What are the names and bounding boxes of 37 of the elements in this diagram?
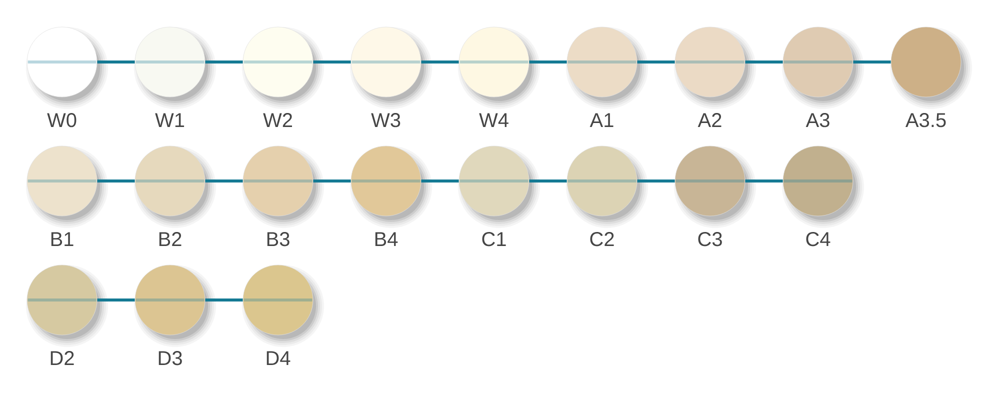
connector-line [313, 60, 351, 64]
shade-label: B3 [267, 232, 290, 246]
connector-line [97, 60, 135, 64]
shade-label: A1 [590, 113, 614, 127]
shade-label: D3 [158, 351, 182, 366]
connector-line [529, 180, 567, 182]
connector-line [205, 298, 243, 302]
connector-line [637, 60, 675, 64]
shade-label: B2 [159, 232, 182, 246]
shade-label: W1 [155, 113, 184, 127]
shade-label: B1 [51, 232, 74, 246]
shade-label: C1 [482, 232, 506, 246]
shade-label: W0 [47, 113, 76, 128]
shade-label: C4 [806, 232, 830, 246]
shade-label: W2 [263, 113, 292, 127]
connector-line [853, 60, 891, 64]
shade-label: A3.5 [905, 113, 946, 128]
shade-label: A2 [698, 113, 722, 127]
connector-line [205, 60, 243, 64]
shade-label: A3 [806, 113, 830, 128]
connector-line [529, 60, 567, 64]
connector-line [205, 180, 243, 182]
connector-line [97, 180, 135, 182]
connector-line [745, 180, 783, 182]
connector-line [97, 298, 135, 302]
connector-line [745, 60, 783, 64]
shade-label: W3 [371, 113, 400, 128]
connector-line [421, 180, 459, 182]
shade-label: C2 [590, 232, 614, 246]
shade-label: C3 [698, 232, 722, 246]
shade-label: W4 [479, 113, 508, 127]
connector-line [637, 180, 675, 182]
connector-line [421, 60, 459, 64]
shade-label: D4 [266, 351, 290, 365]
shade-label: D2 [50, 351, 74, 365]
connector-line [313, 180, 351, 182]
shade-label: B4 [375, 232, 398, 246]
